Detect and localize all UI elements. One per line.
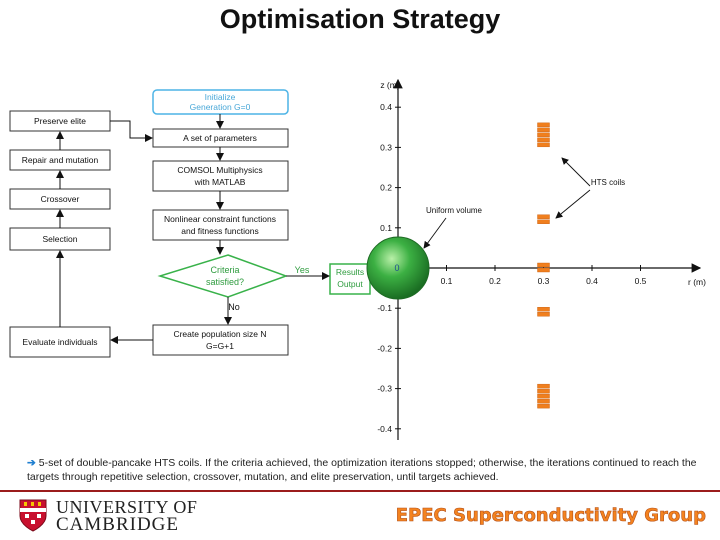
generation-increment-label: G=G+1 <box>206 341 234 351</box>
hts-coil-turn <box>537 122 550 128</box>
hts-coil-turn <box>537 267 550 273</box>
hts-coil-turn <box>537 383 550 389</box>
group-name: EPEC Superconductivity Group <box>395 505 706 527</box>
arrow-preserve-parameters <box>110 120 153 142</box>
hts-coil-turn <box>537 388 550 394</box>
hts-coil-turn <box>537 214 550 219</box>
origin-label: 0 <box>394 263 399 273</box>
criteria-label: Criteria <box>210 265 239 275</box>
hts-coil-turn <box>537 127 550 133</box>
university-line2: CAMBRIDGE <box>56 514 180 535</box>
r-tick-label: 0.3 <box>538 276 550 286</box>
uniform-volume-pointer <box>423 217 447 249</box>
caption-text: 5-set of double-pancake HTS coils. If th… <box>27 457 697 483</box>
university-logo: UNIVERSITY OF CAMBRIDGE <box>18 496 197 535</box>
hts-coils-pointer-upper <box>561 157 591 187</box>
selection-label: Selection <box>43 234 78 244</box>
comsol-box <box>152 160 289 192</box>
preserve-elite-label: Preserve elite <box>34 116 86 126</box>
university-line1: UNIVERSITY OF <box>56 497 198 517</box>
criteria-satisfied-label: satisfied? <box>206 277 244 287</box>
caption-arrow-icon: ➔ <box>27 457 36 469</box>
comsol-matlab-label: with MATLAB <box>194 177 246 187</box>
hts-coil-turn <box>537 262 550 268</box>
footer-divider <box>0 490 720 492</box>
z-tick-label: -0.2 <box>377 343 392 353</box>
hts-coil-turn <box>537 137 550 143</box>
comsol-label: COMSOL Multiphysics <box>177 165 262 175</box>
hts-coils-label: HTS coils <box>591 178 625 187</box>
z-axis-label: z (m) <box>380 80 400 90</box>
z-tick-label: 0.2 <box>380 183 392 193</box>
no-label: No <box>228 302 240 312</box>
hts-coil-turn <box>537 219 550 224</box>
hts-coil-turn <box>537 307 550 312</box>
r-axis-label: r (m) <box>688 277 706 287</box>
z-tick-label: 0.4 <box>380 102 392 112</box>
hts-coils-pointer-lower <box>555 189 591 219</box>
hts-coil-turn <box>537 403 550 409</box>
yes-label: Yes <box>295 265 310 275</box>
caption: ➔ 5-set of double-pancake HTS coils. If … <box>27 456 707 484</box>
repair-label: Repair and mutation <box>22 155 99 165</box>
z-tick-label: 0.1 <box>380 223 392 233</box>
r-tick-label: 0.5 <box>635 276 647 286</box>
initialize-label: Initialize <box>205 92 236 102</box>
z-tick-label: -0.1 <box>377 303 392 313</box>
z-tick-label: -0.4 <box>377 424 392 434</box>
uniform-volume-label: Uniform volume <box>426 206 483 215</box>
evaluate-label: Evaluate individuals <box>22 337 97 347</box>
r-tick-label: 0.2 <box>489 276 501 286</box>
z-tick-label: -0.3 <box>377 384 392 394</box>
output-label: Output <box>337 279 363 289</box>
parameters-label: A set of parameters <box>183 133 257 143</box>
r-tick-label: 0.4 <box>586 276 598 286</box>
hts-coil-turn <box>537 312 550 317</box>
population-box <box>152 324 289 356</box>
initialize-generation-label: Generation G=0 <box>190 102 251 112</box>
nonlinear-box <box>152 209 289 241</box>
hts-coil-turn <box>537 132 550 138</box>
hts-coil-turn <box>537 398 550 404</box>
hts-coil-turn <box>537 393 550 399</box>
z-tick-label: 0.3 <box>380 142 392 152</box>
fitness-label: and fitness functions <box>181 226 259 236</box>
page-title: Optimisation Strategy <box>219 4 501 34</box>
population-label: Create population size N <box>173 329 266 339</box>
nonlinear-label: Nonlinear constraint functions <box>164 214 276 224</box>
cambridge-crest-icon <box>19 499 47 532</box>
results-label: Results <box>336 267 364 277</box>
r-tick-label: 0.1 <box>441 276 453 286</box>
crossover-label: Crossover <box>41 194 80 204</box>
hts-coil-turn <box>537 142 550 148</box>
uniform-volume-sphere <box>366 236 430 300</box>
